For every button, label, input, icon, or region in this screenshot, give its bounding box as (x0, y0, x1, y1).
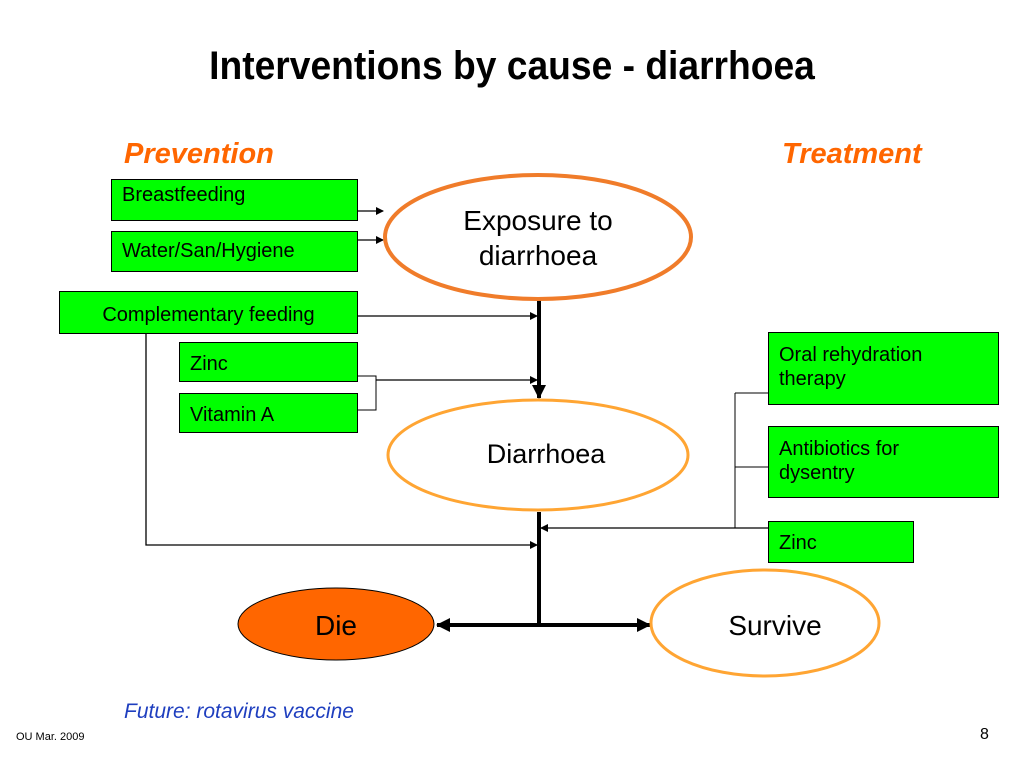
heading-prevention: Prevention (124, 138, 274, 170)
box-water-san-hygiene: Water/San/Hygiene (111, 231, 358, 272)
node-diarrhoea-shape (386, 398, 690, 512)
box-oral-rehydration-therapy: Oral rehydration therapy (768, 332, 999, 405)
page-number: 8 (980, 726, 989, 743)
node-exposure-label: Exposure to diarrhoea (463, 205, 613, 271)
node-die-shape (237, 587, 435, 661)
slide-title: Interventions by cause - diarrhoea (209, 44, 815, 88)
box-vitamin-a: Vitamin A (179, 393, 358, 433)
box-antibiotics-for-dysentry: Antibiotics for dysentry (768, 426, 999, 498)
box-zinc-treatment: Zinc (768, 521, 914, 563)
footnote-rotavirus: Future: rotavirus vaccine (124, 700, 354, 723)
box-breastfeeding: Breastfeeding (111, 179, 358, 221)
box-complementary-feeding: Complementary feeding (59, 291, 358, 334)
node-diarrhoea-label: Diarrhoea (486, 439, 606, 470)
box-zinc-prevention: Zinc (179, 342, 358, 382)
node-survive-label: Survive (728, 609, 822, 641)
bracket-zinc-vitamin-a (358, 375, 377, 411)
node-die-label: Die (314, 609, 357, 641)
footer-source: OU Mar. 2009 (16, 731, 85, 743)
node-survive-shape (649, 568, 881, 678)
heading-treatment: Treatment (782, 138, 922, 170)
node-exposure-shape (383, 173, 693, 301)
line-complementary-feeding-long (145, 334, 538, 549)
